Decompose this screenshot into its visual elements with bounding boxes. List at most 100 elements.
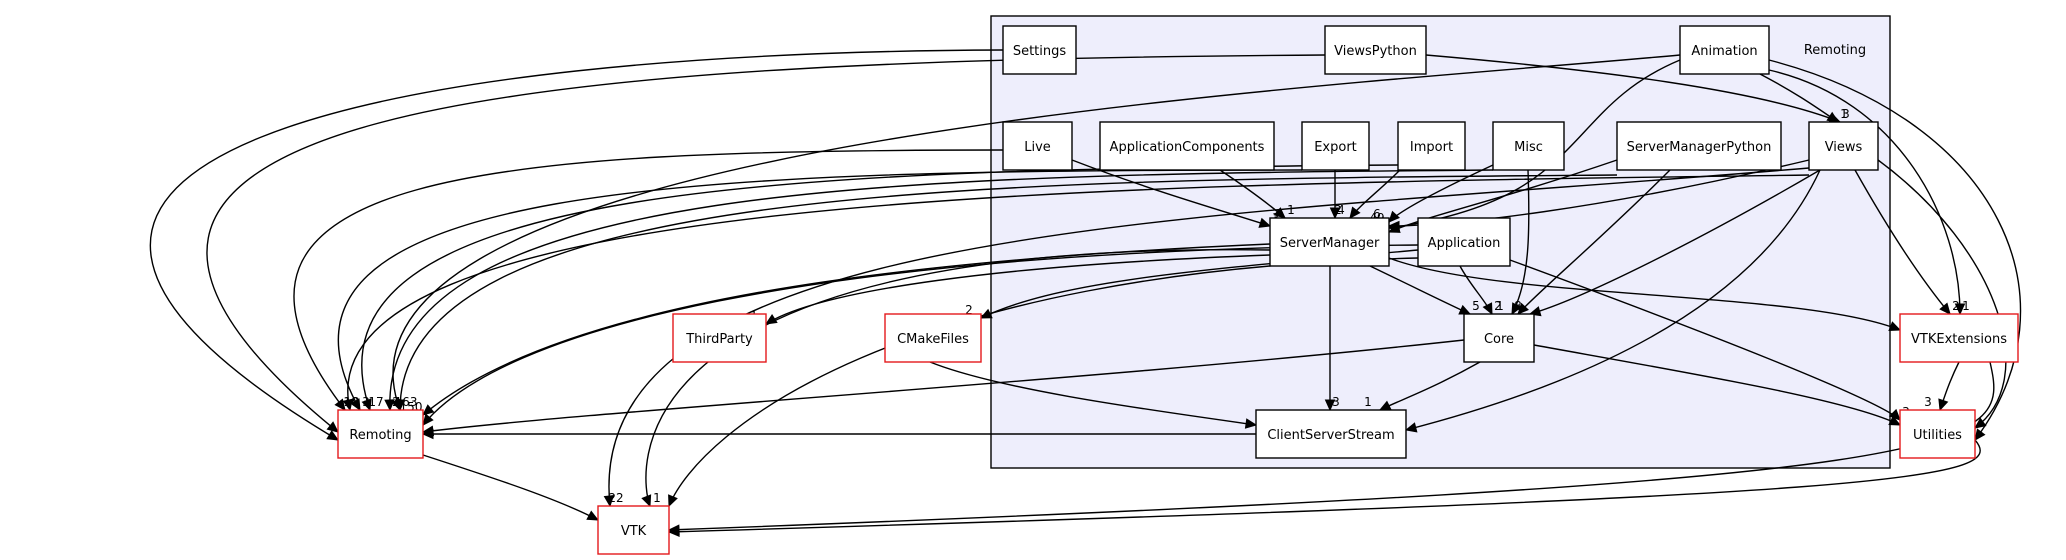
edge-line bbox=[389, 169, 1494, 411]
node-utilities[interactable]: Utilities bbox=[1899, 409, 1976, 459]
node-views[interactable]: Views bbox=[1808, 121, 1879, 171]
node-clientserverstream[interactable]: ClientServerStream bbox=[1255, 409, 1407, 459]
arrowhead bbox=[1387, 220, 1400, 232]
node-label: ThirdParty bbox=[685, 332, 753, 347]
edge-line bbox=[1533, 344, 1901, 426]
node-box[interactable] bbox=[1808, 121, 1879, 171]
node-label: Export bbox=[1314, 140, 1357, 155]
arrowhead bbox=[1388, 210, 1400, 223]
edge-label: 2 bbox=[1494, 299, 1502, 313]
edges-layer: 2311310143217612163498222295313150223111… bbox=[149, 49, 2022, 537]
arrowhead bbox=[326, 421, 339, 433]
node-box[interactable] bbox=[1301, 121, 1370, 171]
arrowhead bbox=[342, 398, 353, 412]
node-label: Utilities bbox=[1913, 428, 1962, 443]
arrowhead bbox=[1511, 302, 1522, 316]
node-box[interactable] bbox=[1616, 121, 1782, 171]
edge-settings-to-remotingext: 2 bbox=[149, 49, 1004, 441]
arrowhead bbox=[1349, 206, 1361, 219]
edge-servermanager-to-clientserverstream: 3 bbox=[1324, 266, 1340, 412]
edge-animation-to-vtkextensions: 1 bbox=[1768, 69, 1970, 316]
edge-views-to-remotingext: 9 bbox=[342, 174, 1810, 412]
node-box[interactable] bbox=[1099, 121, 1275, 171]
node-box[interactable] bbox=[1492, 121, 1565, 171]
node-box[interactable] bbox=[1269, 217, 1390, 267]
node-box[interactable] bbox=[1002, 121, 1073, 171]
arrowhead bbox=[1974, 428, 1986, 441]
arrowhead bbox=[350, 398, 361, 412]
node-remotingext[interactable]: Remoting bbox=[337, 409, 424, 459]
arrowhead bbox=[603, 495, 615, 508]
node-box[interactable] bbox=[1417, 217, 1511, 267]
edge-label: 22 bbox=[608, 491, 623, 505]
node-box[interactable] bbox=[1899, 409, 1976, 459]
edge-label: 3 bbox=[1924, 395, 1932, 409]
edge-line bbox=[206, 54, 1326, 433]
node-box[interactable] bbox=[1899, 313, 2019, 363]
node-misc[interactable]: Misc bbox=[1492, 121, 1565, 171]
node-servermanagerpython[interactable]: ServerManagerPython bbox=[1616, 121, 1782, 171]
node-core[interactable]: Core bbox=[1463, 313, 1535, 363]
node-export[interactable]: Export bbox=[1301, 121, 1370, 171]
arrowhead bbox=[421, 428, 434, 440]
edge-label: 2 bbox=[1334, 203, 1342, 217]
edge-label: 5 bbox=[1472, 299, 1480, 313]
node-label: Remoting bbox=[349, 428, 411, 443]
arrowhead bbox=[326, 430, 340, 441]
node-label: Application bbox=[1428, 236, 1501, 251]
edge-label: 1 bbox=[1287, 203, 1295, 217]
node-thirdparty[interactable]: ThirdParty bbox=[672, 313, 767, 363]
node-application[interactable]: Application bbox=[1417, 217, 1511, 267]
node-box[interactable] bbox=[337, 409, 424, 459]
edge-applicationcomponents-to-servermanager: 1 bbox=[1219, 169, 1295, 219]
node-box[interactable] bbox=[884, 313, 982, 363]
node-box[interactable] bbox=[1324, 25, 1427, 75]
node-animation[interactable]: Animation bbox=[1679, 25, 1770, 75]
node-cmakefiles[interactable]: CMakeFiles bbox=[884, 313, 982, 363]
arrowhead bbox=[1888, 321, 1902, 331]
arrowhead bbox=[384, 399, 395, 412]
node-box[interactable] bbox=[1679, 25, 1770, 75]
arrowhead bbox=[1517, 302, 1529, 315]
node-viewspython[interactable]: ViewsPython bbox=[1324, 25, 1427, 75]
edge-servermanager-to-vtk bbox=[641, 249, 1271, 508]
node-label: ServerManagerPython bbox=[1627, 140, 1772, 155]
edge-line bbox=[668, 439, 1981, 533]
node-vtk[interactable]: VTK bbox=[597, 505, 670, 555]
edge-line bbox=[1768, 69, 1961, 315]
node-label: VTK bbox=[621, 524, 647, 539]
arrowhead bbox=[361, 398, 372, 412]
node-label: CMakeFiles bbox=[897, 332, 969, 347]
edge-line bbox=[608, 167, 1810, 507]
edge-line bbox=[668, 361, 1995, 531]
node-servermanager[interactable]: ServerManager bbox=[1269, 217, 1390, 267]
edge-label: 1 bbox=[1496, 299, 1504, 313]
arrowhead bbox=[1404, 422, 1418, 433]
node-live[interactable]: Live bbox=[1002, 121, 1073, 171]
edge-line bbox=[1529, 169, 1821, 315]
edge-line bbox=[1388, 257, 1901, 331]
edge-line bbox=[668, 257, 1419, 507]
edge-viewspython-to-remotingext bbox=[206, 54, 1326, 433]
node-box[interactable] bbox=[1255, 409, 1407, 459]
node-vtkextensions[interactable]: VTKExtensions bbox=[1899, 313, 2019, 363]
node-label: Misc bbox=[1514, 140, 1543, 155]
edge-vtkextensions-to-utilities: 3 bbox=[1924, 361, 1960, 412]
node-box[interactable] bbox=[672, 313, 767, 363]
node-settings[interactable]: Settings bbox=[1002, 25, 1077, 75]
edge-line bbox=[422, 244, 1419, 426]
node-box[interactable] bbox=[1463, 313, 1535, 363]
edge-line bbox=[293, 149, 1004, 411]
arrowhead bbox=[668, 494, 678, 508]
edge-line bbox=[1388, 59, 1681, 229]
edge-remotingext-to-vtk: 18 bbox=[422, 454, 612, 521]
node-import[interactable]: Import bbox=[1397, 121, 1466, 171]
arrowhead bbox=[1482, 302, 1493, 316]
edge-label: 4 bbox=[1337, 203, 1345, 217]
node-applicationcomponents[interactable]: ApplicationComponents bbox=[1099, 121, 1275, 171]
node-box[interactable] bbox=[1397, 121, 1466, 171]
node-box[interactable] bbox=[1002, 25, 1077, 75]
edge-label: 1 bbox=[1962, 299, 1970, 313]
arrowhead bbox=[586, 510, 600, 521]
node-box[interactable] bbox=[597, 505, 670, 555]
